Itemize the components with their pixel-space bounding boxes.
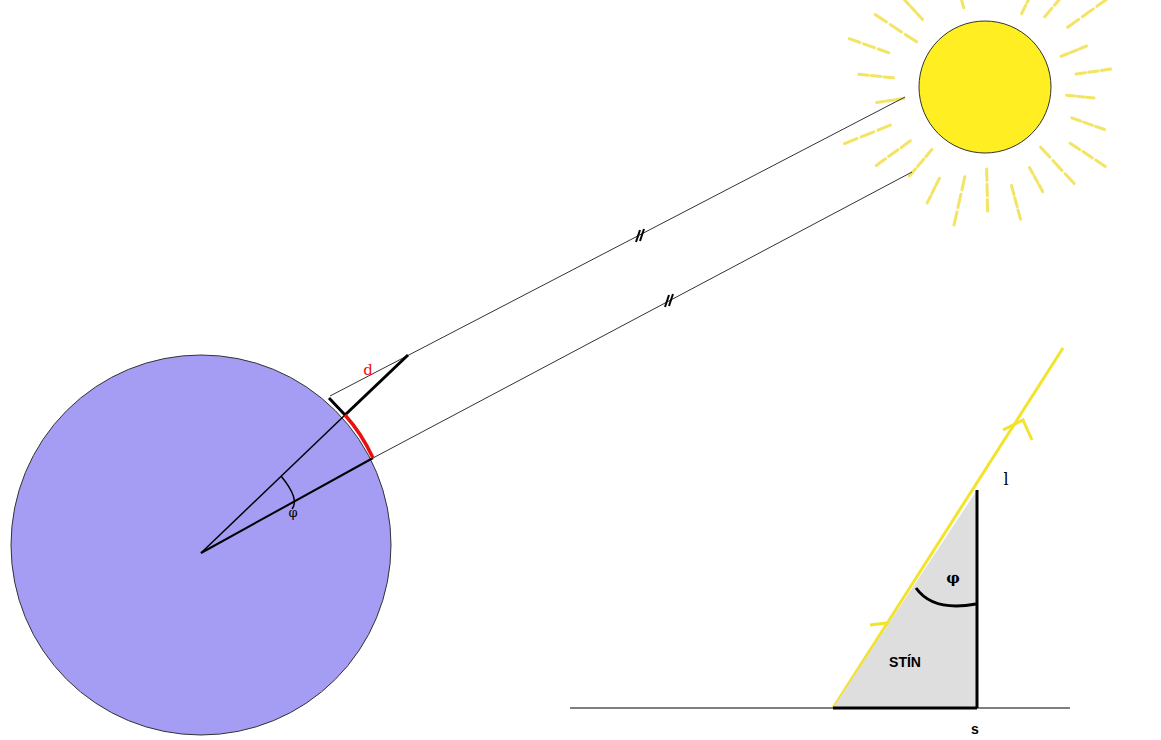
light-ray (330, 97, 905, 396)
angle-label: φ (946, 571, 960, 586)
light-ray (373, 172, 912, 458)
earth-circle: φ (10, 354, 392, 736)
earth-circle-outline (10, 354, 392, 736)
stick-length-label: l (1003, 472, 1008, 488)
shadow-triangle: φSTÍN (833, 490, 977, 708)
arc-length-label: d (363, 363, 373, 378)
shadow-triangle-outline (833, 490, 977, 708)
shadow-length-label: s (971, 722, 979, 736)
sun (919, 21, 1051, 153)
ray-arrow (1003, 420, 1032, 440)
sun-ray (833, 348, 1063, 708)
shadow-label: STÍN (889, 655, 921, 669)
sun-rays (845, 0, 1111, 225)
angle-label: φ (288, 506, 297, 519)
ground-line (570, 708, 1070, 709)
parallel-marks (636, 229, 673, 307)
